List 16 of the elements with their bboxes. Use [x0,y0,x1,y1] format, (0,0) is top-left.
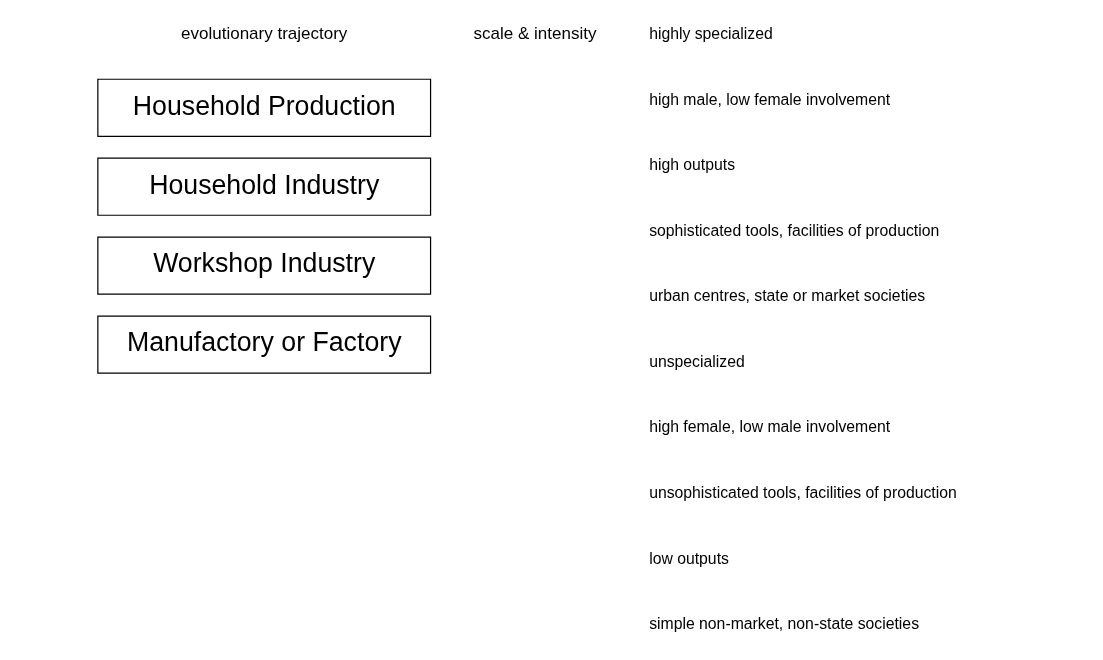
node-box: Household Production [96,78,431,137]
node-box: Manufactory or Factory [96,315,431,374]
label: unspecialized [648,352,745,370]
label: low outputs [648,549,729,567]
label: urban centres, state or market societies [648,287,925,305]
node-box: Household Industry [96,157,431,216]
label: sophisticated tools, facilities of production [648,221,939,239]
label: unsophisticated tools, facilities of production [648,484,957,502]
label: simple non-market, non-state societies [648,615,919,633]
label: high male, low female involvement [648,90,890,108]
label: highly specialized [648,25,773,43]
label: high female, low male involvement [648,418,890,436]
label: scale & intensity [473,24,596,44]
node-box: Workshop Industry [96,236,431,295]
label: high outputs [648,156,735,174]
label: evolutionary trajectory [180,24,347,44]
